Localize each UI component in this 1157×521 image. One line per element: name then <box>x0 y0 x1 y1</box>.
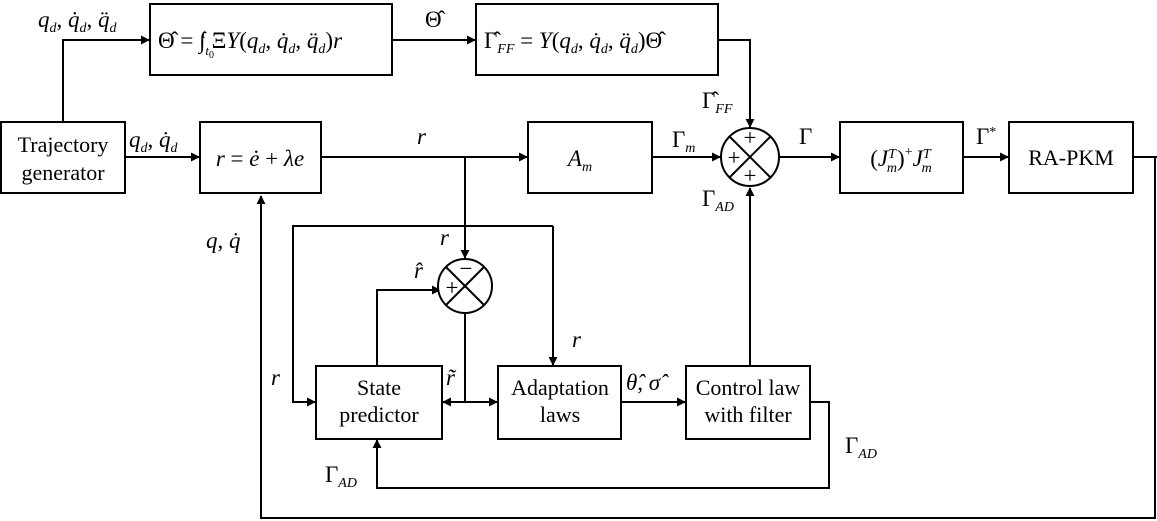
sum2-sign-left: + <box>446 275 459 300</box>
trajectory-generator-line2: generator <box>21 160 105 185</box>
summing-junction-error: − + <box>437 256 493 314</box>
plant-block: RA-PKM <box>1008 121 1134 194</box>
control-law-block: Control law with filter <box>685 365 811 440</box>
control-law-line1: Control law <box>696 375 801 400</box>
wire-desired-traj-top <box>62 35 150 122</box>
label-r-adapt: r <box>572 327 582 352</box>
state-predictor-line2: predictor <box>339 402 419 427</box>
label-gamma: Γ <box>799 124 812 149</box>
sum1-sign-top: + <box>744 125 757 150</box>
label-gamma-ad-sum: ΓAD <box>702 186 734 215</box>
error-filter-block: r = ė + λe <box>199 121 322 194</box>
sum1-sign-bottom: + <box>744 163 757 188</box>
wire-gamma-ad-loop <box>372 401 830 489</box>
label-desired-traj-mid: qd, q̇d <box>129 127 179 156</box>
label-gamma-m: Γm <box>672 127 695 156</box>
feedforward-torque-block: Γ̂FF = Y(qd, q̇d, q̈d)Θ̂ <box>475 3 719 76</box>
wire-q-feedback <box>261 156 1157 519</box>
label-theta-sigma: θ̂, σ̂ <box>626 370 669 395</box>
wire-gamma-ff <box>718 39 755 128</box>
sum1-sign-left: + <box>728 145 741 170</box>
adaptation-laws-line2: laws <box>540 402 580 427</box>
signal-labels: qd, q̇d, q̈d Θ̂ Γ̂FF qd, q̇d r Γm Γ Γ* Γ… <box>38 7 996 491</box>
adaptation-laws-block: Adaptation laws <box>497 365 622 440</box>
wire-r-hat <box>376 285 441 365</box>
label-r-down: r <box>440 225 450 250</box>
label-theta-hat: Θ̂ <box>425 7 446 32</box>
gain-block: Am <box>527 121 653 194</box>
gain-label: Am <box>566 146 592 175</box>
adaptation-laws-line1: Adaptation <box>511 375 609 400</box>
label-r-main: r <box>417 124 427 149</box>
plant-label: RA-PKM <box>1028 145 1114 170</box>
label-desired-traj-top: qd, q̇d, q̈d <box>38 7 118 36</box>
label-r-hat: r̂ <box>414 258 424 283</box>
sum2-sign-top: − <box>460 256 473 281</box>
trajectory-generator-line1: Trajectory <box>18 132 109 157</box>
error-filter-equation: r = ė + λe <box>216 146 304 171</box>
label-r-tilde: r̃ <box>446 365 457 390</box>
label-r-left: r <box>271 365 281 390</box>
state-predictor-block: State predictor <box>315 365 443 440</box>
label-gamma-ff: Γ̂FF <box>702 88 733 117</box>
control-law-line2: with filter <box>704 402 792 427</box>
wire-r-loop-left <box>292 225 553 407</box>
label-gamma-star: Γ* <box>976 124 996 149</box>
trajectory-generator-block: Trajectory generator <box>0 121 126 194</box>
label-gamma-ad-bottom: ΓAD <box>325 462 357 491</box>
signal-wires <box>62 35 1157 519</box>
label-q-feedback: q, q̇ <box>206 228 241 253</box>
summing-junction-torque: + + + <box>720 125 780 188</box>
state-predictor-line1: State <box>357 375 401 400</box>
label-gamma-ad-right: ΓAD <box>845 433 877 462</box>
